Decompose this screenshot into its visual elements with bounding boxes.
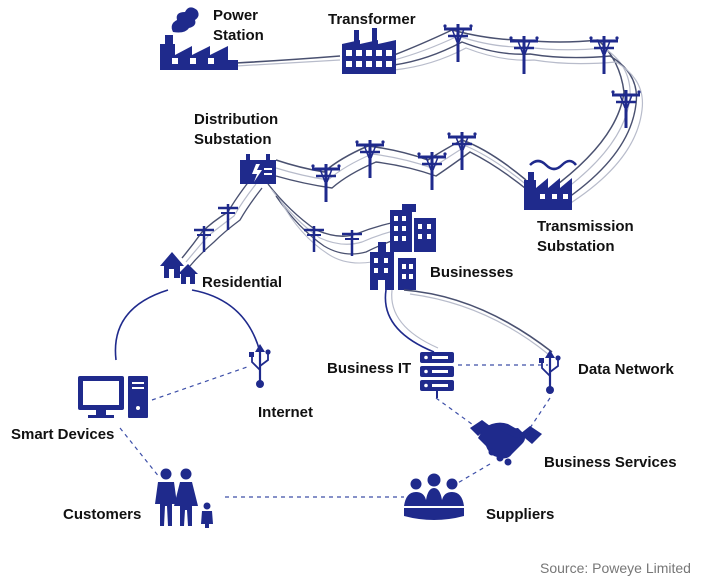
- internet-label: Internet: [258, 404, 314, 421]
- business-services-label: Business Services: [544, 454, 677, 471]
- dashed-links: [119, 364, 551, 498]
- network-links: [114, 289, 553, 361]
- power-station-label-line2: Station: [213, 27, 264, 44]
- distribution-substation-icon: [240, 154, 276, 184]
- computer-icon: [78, 376, 148, 418]
- transmission-substation-label-line2: Substation: [537, 238, 615, 255]
- suppliers-label: Suppliers: [486, 506, 555, 523]
- family-icon: [155, 468, 213, 528]
- smart-devices-label: Smart Devices: [11, 426, 115, 443]
- transmission-substation-label-line1: Transmission: [537, 218, 634, 235]
- businesses-label: Businesses: [430, 264, 514, 281]
- house-icon: [160, 252, 198, 284]
- residential-label: Residential: [202, 274, 283, 291]
- people-group-icon: [404, 473, 464, 520]
- transmission-substation-icon: [524, 159, 577, 210]
- office-buildings-icon: [370, 204, 436, 290]
- power-station-icon: [160, 7, 238, 70]
- power-station-label-line1: Power: [213, 7, 259, 24]
- distribution-substation-label-line2: Substation: [194, 131, 272, 148]
- distribution-substation-label-line1: Distribution: [194, 111, 279, 128]
- business-it-label: Business IT: [327, 360, 412, 377]
- usb-icon: [249, 344, 271, 388]
- source-credit: Source: Poweye Limited: [540, 560, 691, 576]
- data-network-label: Data Network: [578, 361, 674, 378]
- server-icon: [420, 352, 454, 398]
- transformer-factory-icon: [342, 28, 396, 74]
- usb-icon: [539, 350, 561, 394]
- transformer-label: Transformer: [328, 11, 416, 28]
- customers-label: Customers: [63, 506, 142, 523]
- handshake-icon: [470, 420, 542, 466]
